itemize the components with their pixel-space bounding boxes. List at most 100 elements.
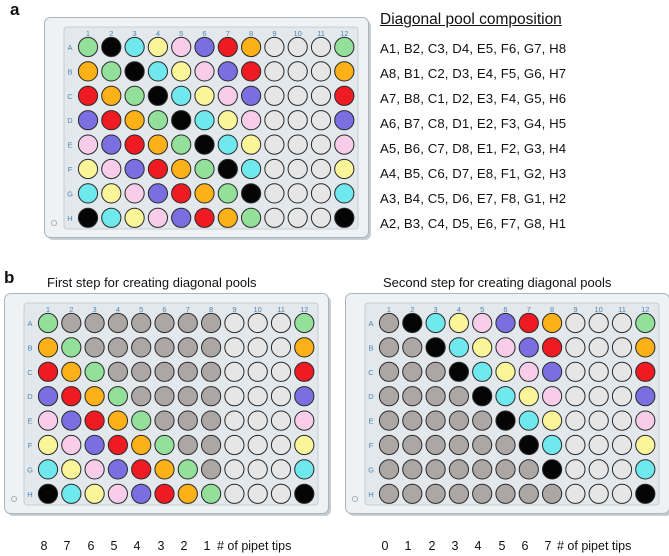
well-B6 [194, 61, 215, 82]
well-D9 [264, 110, 285, 131]
well-F12 [294, 434, 315, 456]
well-B8 [201, 337, 222, 358]
plate-column-label: 12 [340, 29, 348, 38]
well-D7 [217, 110, 238, 131]
well-F6 [495, 434, 516, 456]
plate-column-label: 8 [249, 29, 253, 38]
well-E12 [635, 410, 656, 431]
well-C4 [107, 361, 129, 382]
well-B4 [448, 337, 470, 358]
plate-row-label: C [27, 368, 33, 377]
well-D1 [37, 386, 59, 407]
well-B10 [588, 337, 609, 358]
well-F3 [84, 434, 105, 456]
well-A8 [201, 312, 222, 334]
well-A7 [518, 312, 539, 334]
well-C6 [495, 361, 516, 382]
well-G4 [107, 459, 129, 480]
tip-count-caption: # of pipet tips [557, 539, 632, 553]
plate-row-label: B [27, 343, 32, 352]
well-A3 [425, 312, 446, 334]
well-F3 [425, 434, 446, 456]
well-G2 [61, 459, 82, 480]
well-G12 [635, 459, 656, 480]
well-F9 [264, 158, 285, 180]
well-F11 [310, 158, 332, 180]
plate-column-label: 3 [434, 305, 438, 314]
tip-count: 7 [63, 539, 71, 553]
well-B12 [635, 337, 656, 358]
well-G2 [101, 183, 122, 204]
well-E2 [402, 410, 423, 431]
plate-row-label: H [67, 214, 72, 223]
well-G6 [154, 459, 175, 480]
well-B11 [611, 337, 633, 358]
well-E10 [247, 410, 268, 431]
plate-row-label: A [368, 319, 373, 328]
well-H3 [425, 483, 446, 504]
well-H3 [124, 207, 145, 228]
well-F7 [217, 158, 238, 180]
well-B4 [107, 337, 129, 358]
well-C4 [147, 85, 169, 106]
well-C6 [154, 361, 175, 382]
well-G3 [84, 459, 105, 480]
well-H5 [131, 483, 152, 504]
well-B7 [518, 337, 539, 358]
plate-column-label: 7 [186, 305, 190, 314]
well-E10 [588, 410, 609, 431]
well-G5 [131, 459, 152, 480]
well-B9 [264, 61, 285, 82]
well-G9 [264, 183, 285, 204]
well-C12 [294, 361, 315, 382]
plate-row-label: D [67, 116, 73, 125]
well-A5 [472, 312, 493, 334]
plate-row-label: C [67, 92, 73, 101]
well-A6 [495, 312, 516, 334]
tip-count: 7 [544, 539, 552, 553]
well-C11 [270, 361, 292, 382]
well-D5 [131, 386, 152, 407]
well-A7 [177, 312, 198, 334]
well-G11 [611, 459, 633, 480]
well-D11 [270, 386, 292, 407]
well-H4 [448, 483, 470, 504]
well-H2 [101, 207, 122, 228]
well-G10 [588, 459, 609, 480]
well-A6 [154, 312, 175, 334]
well-D8 [201, 386, 222, 407]
plate-column-label: 6 [162, 305, 166, 314]
plate-row-label: D [368, 392, 374, 401]
well-C10 [588, 361, 609, 382]
legend-row: A6, B7, C8, D1, E2, F3, G4, H5 [380, 116, 567, 131]
plate-column-label: 4 [156, 29, 160, 38]
well-F1 [378, 434, 400, 456]
tip-count: 4 [133, 539, 141, 553]
plate-column-label: 1 [387, 305, 391, 314]
tip-count: 6 [521, 539, 529, 553]
well-E3 [84, 410, 105, 431]
well-E12 [334, 134, 355, 155]
well-G3 [425, 459, 446, 480]
plate-row-label: H [368, 490, 373, 499]
well-C12 [635, 361, 656, 382]
well-F12 [635, 434, 656, 456]
well-E11 [270, 410, 292, 431]
well-C2 [101, 85, 122, 106]
plate-column-label: 2 [69, 305, 73, 314]
well-F5 [171, 158, 192, 180]
well-G12 [294, 459, 315, 480]
well-A10 [287, 36, 308, 58]
tip-count: 2 [428, 539, 436, 553]
well-C7 [518, 361, 539, 382]
well-G12 [334, 183, 355, 204]
well-B12 [294, 337, 315, 358]
well-C11 [611, 361, 633, 382]
plate-column-label: 6 [202, 29, 206, 38]
well-G1 [37, 459, 59, 480]
well-A2 [402, 312, 423, 334]
well-A7 [217, 36, 238, 58]
